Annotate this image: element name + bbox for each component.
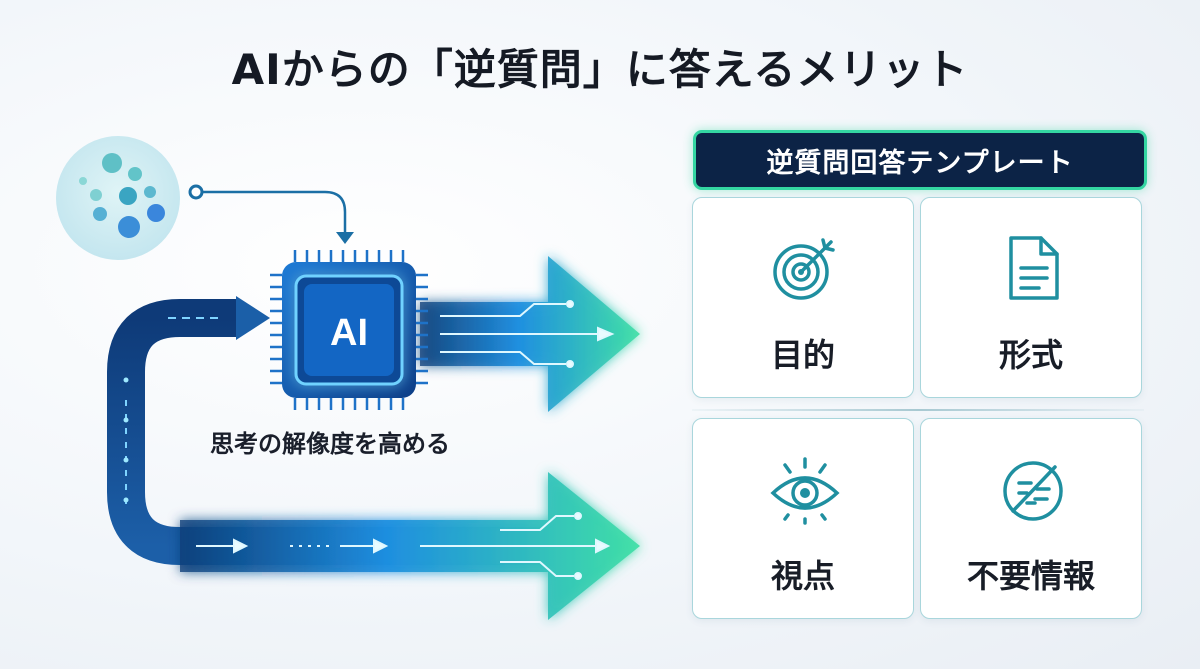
chip-label: AI <box>330 312 368 354</box>
circuit-traces-upper <box>440 300 615 368</box>
card-label-perspective: 視点 <box>770 557 835 595</box>
card-perspective: 視点 <box>692 418 914 619</box>
card-divider <box>692 409 1144 411</box>
circuit-traces-lower <box>196 512 611 580</box>
flow-caption: 思考の解像度を高める <box>210 430 450 458</box>
ai-chip <box>270 250 428 410</box>
feedback-loop-arrow <box>107 296 540 565</box>
card-label-unneeded-info: 不要情報 <box>966 557 1095 595</box>
document-icon <box>1009 236 1059 300</box>
card-purpose: 目的 <box>692 197 914 398</box>
panel-title: 逆質問回答テンプレート <box>693 130 1147 190</box>
card-label-format: 形式 <box>998 336 1063 374</box>
output-arrow-lower <box>180 472 640 620</box>
page-title: AIからの「逆質問」に答えるメリット <box>231 45 969 94</box>
target-icon <box>773 238 835 300</box>
crossed-out-icon <box>1003 461 1063 521</box>
data-bubble <box>56 136 180 260</box>
template-panel: 逆質問回答テンプレート 目的 形式 <box>692 130 1148 626</box>
card-format: 形式 <box>920 197 1142 398</box>
input-connector <box>188 184 354 244</box>
eye-icon <box>770 457 840 525</box>
card-label-purpose: 目的 <box>770 336 835 374</box>
card-unneeded-info: 不要情報 <box>920 418 1142 619</box>
